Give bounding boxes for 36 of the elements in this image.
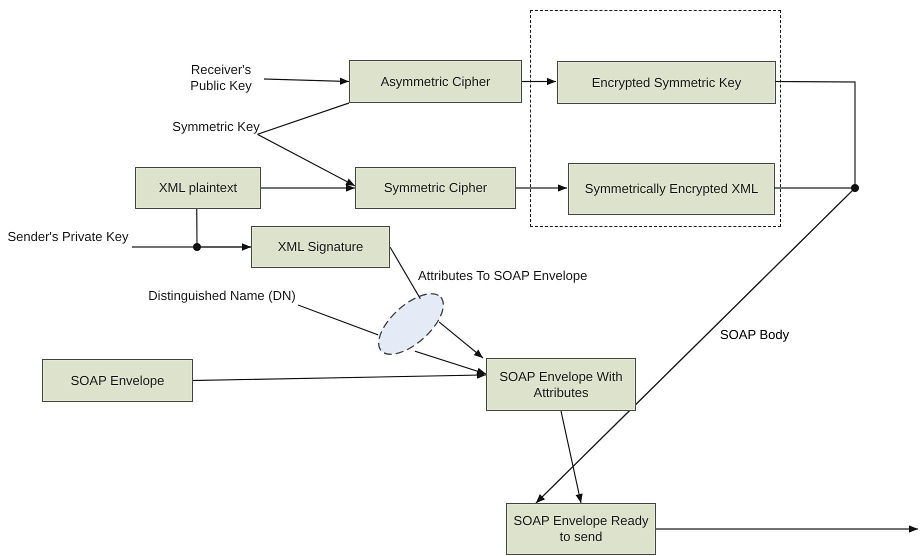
box-label: Symmetrically Encrypted XML (584, 181, 758, 197)
box-label: Encrypted Symmetric Key (592, 74, 742, 90)
arrow (516, 184, 567, 192)
attribute-label: Attributes To SOAP Envelope (418, 268, 588, 284)
arrow (132, 243, 251, 251)
process-box (42, 359, 193, 402)
process-box (506, 503, 656, 555)
input-label: Distinguished Name (DN) (146, 288, 298, 322)
box-label: SOAP Envelope With Attributes (498, 368, 624, 400)
process-box (349, 60, 522, 103)
arrow (560, 410, 583, 504)
box-label: XML Signature (278, 239, 364, 255)
box-label: Asymmetric Cipher (380, 74, 490, 90)
arrow (656, 525, 918, 533)
arrow (264, 78, 350, 85)
process-box (568, 163, 775, 215)
process-box (251, 226, 390, 268)
edge-label: SOAP Body (720, 327, 790, 343)
input-label: Symmetric Key (160, 119, 272, 137)
arrow (192, 372, 486, 382)
process-box (135, 167, 261, 209)
box-label: Symmetric Cipher (384, 180, 488, 196)
arrow (261, 184, 355, 192)
box-label: SOAP Envelope Ready to send (513, 513, 649, 545)
arrow (438, 322, 484, 358)
arrow (414, 350, 486, 375)
box-label: SOAP Envelope (70, 372, 164, 388)
process-box (355, 167, 516, 209)
arrow (257, 134, 356, 186)
box-label: XML plaintext (158, 180, 238, 196)
process-box (557, 61, 776, 104)
process-box (486, 358, 636, 411)
input-label: Sender's Private Key (4, 229, 132, 263)
arrow (522, 78, 556, 86)
dashed-group-box (530, 10, 781, 227)
input-label: Receiver's Public Key (178, 62, 264, 96)
